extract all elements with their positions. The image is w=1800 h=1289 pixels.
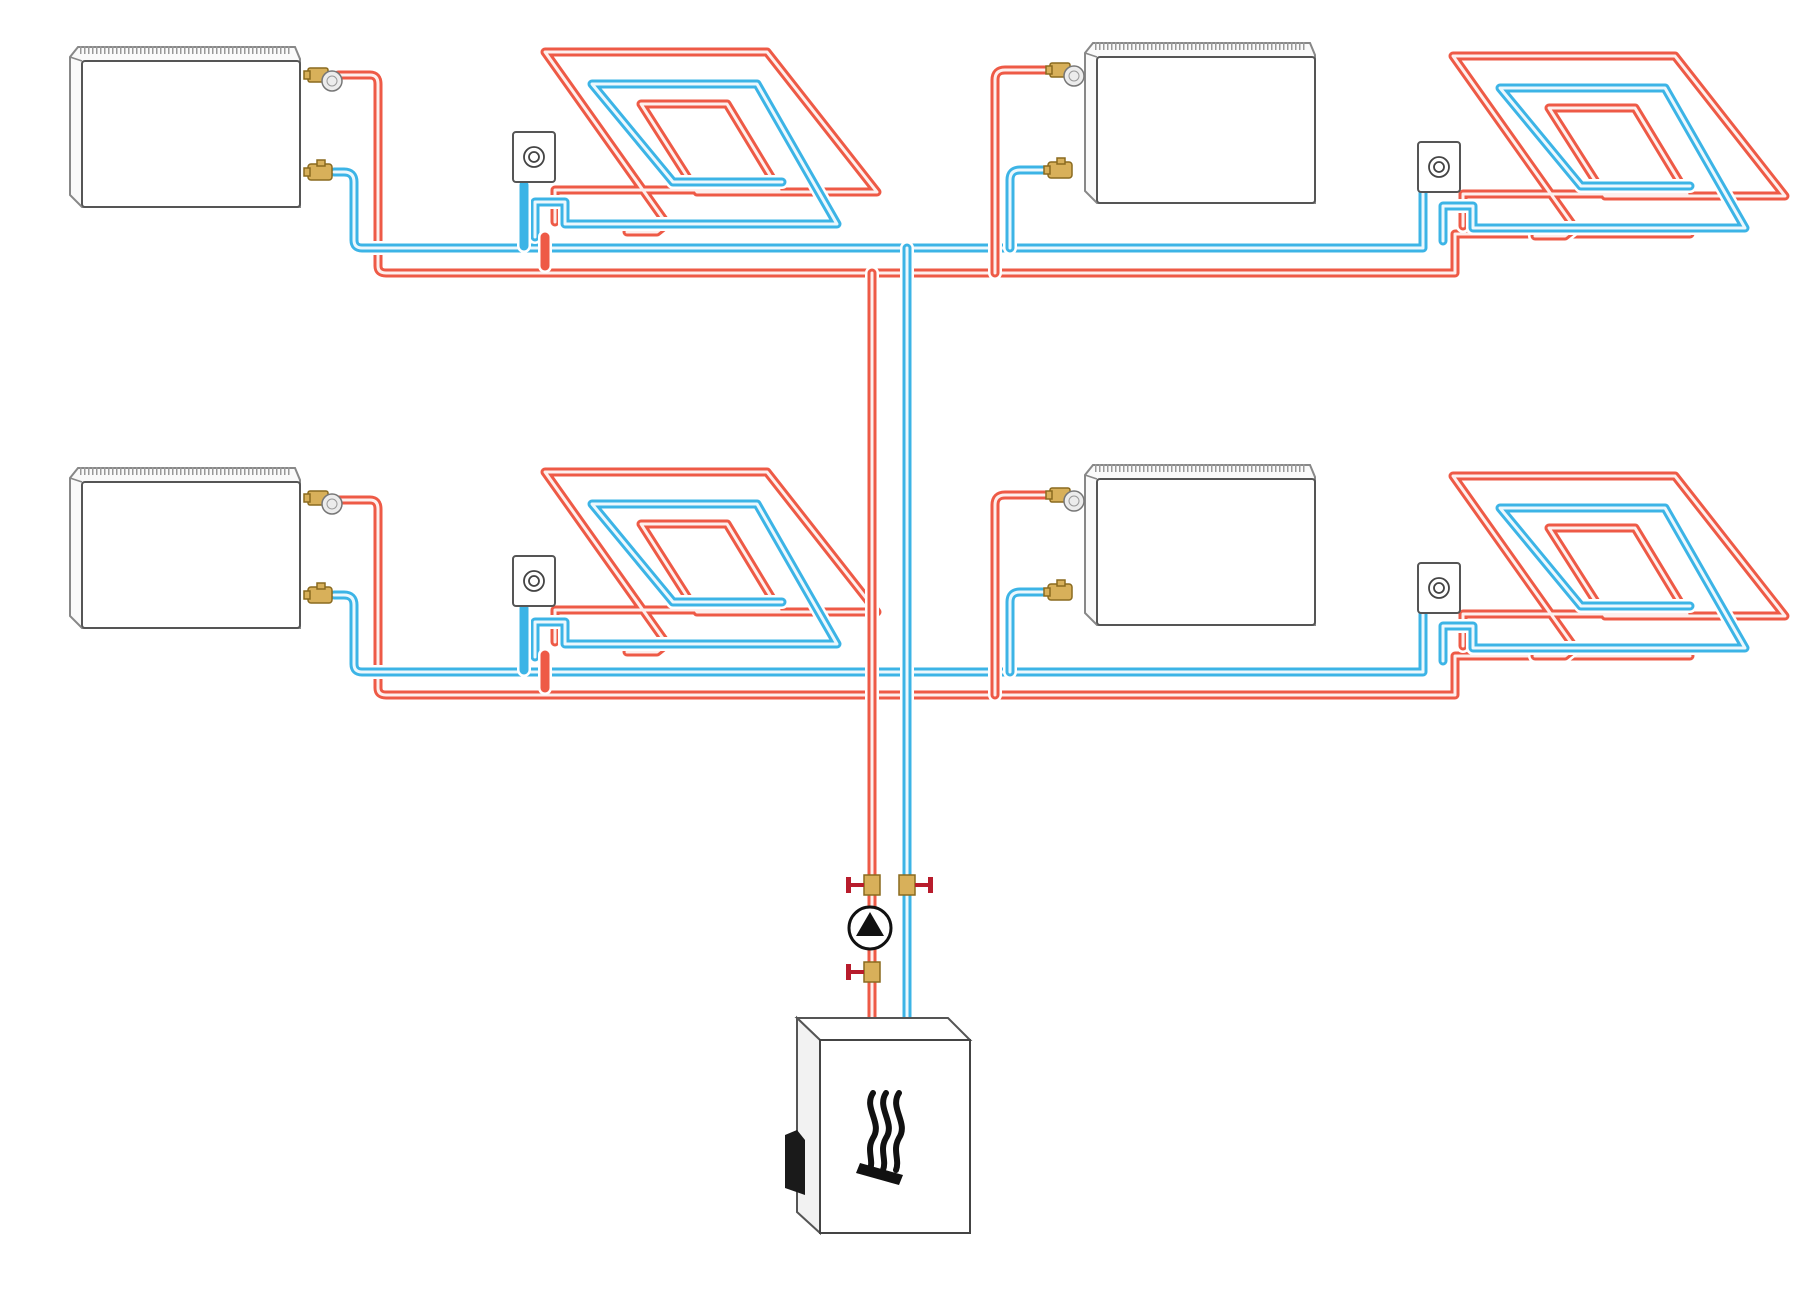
underfloor-heating-loop-icon	[535, 472, 877, 657]
heat-waves-icon	[856, 1090, 905, 1185]
circulation-pump-icon	[847, 905, 893, 951]
underfloor-heating-loop-icon	[535, 52, 877, 237]
thermostatic-valve-icon	[1045, 62, 1085, 87]
shutoff-valve-icon	[844, 960, 882, 984]
shutoff-valve-icon	[897, 873, 935, 897]
underfloor-heating-loop-icon	[1443, 476, 1785, 661]
thermostatic-valve-icon	[303, 490, 343, 515]
return-valve-icon	[1043, 579, 1073, 601]
radiator-lower-left	[70, 468, 300, 628]
return-valve-icon	[1043, 157, 1073, 179]
thermostatic-valve-icon	[303, 67, 343, 92]
upper-floor	[70, 43, 1785, 280]
return-valve-icon	[303, 582, 333, 604]
thermostatic-valve-icon	[1045, 487, 1085, 512]
shutoff-valve-icon	[844, 873, 882, 897]
room-thermostat-icon	[512, 555, 556, 607]
upper-supply-main	[331, 68, 1697, 280]
lower-floor	[70, 465, 1785, 702]
upper-return-main	[327, 165, 1430, 255]
underfloor-heating-loop-icon	[1443, 56, 1785, 241]
room-thermostat-icon	[512, 131, 556, 183]
boiler-icon	[785, 1015, 973, 1236]
room-thermostat-icon	[1417, 562, 1461, 614]
radiator-upper-right	[1085, 43, 1315, 203]
return-valve-icon	[303, 159, 333, 181]
lower-return-main	[327, 588, 1430, 679]
lower-supply-main	[331, 493, 1697, 702]
radiator-lower-right	[1085, 465, 1315, 625]
room-thermostat-icon	[1417, 141, 1461, 193]
radiator-upper-left	[70, 47, 300, 207]
